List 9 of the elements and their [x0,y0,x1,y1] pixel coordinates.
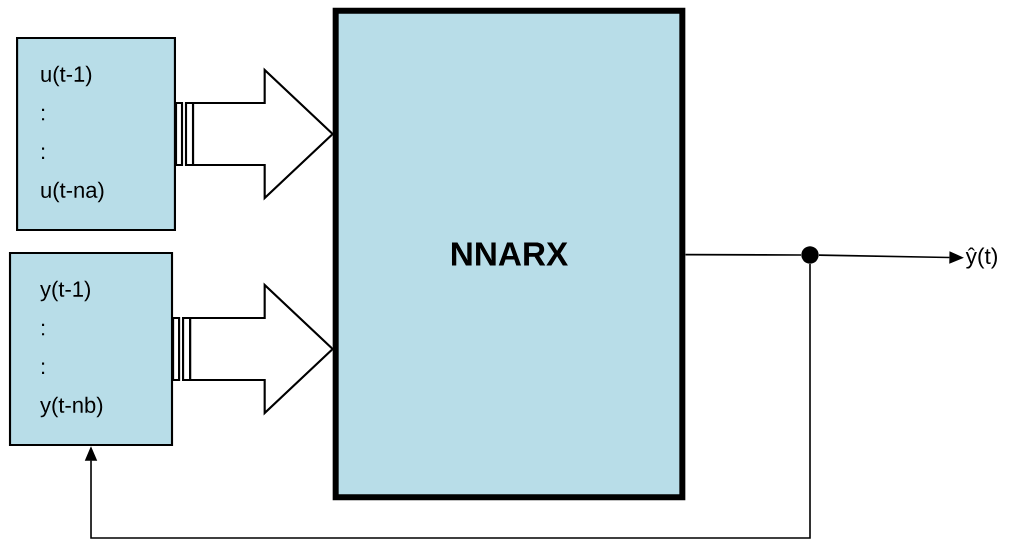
delay-box: u(t-1) : : u(t-na) [16,36,176,232]
junction-dot [801,246,819,264]
block-arrow [172,282,335,416]
delay-box: y(t-1) : : y(t-nb) [8,251,174,447]
output-label: ŷ(t) [965,247,997,269]
block-arrow [174,67,335,201]
feedback-arrow [84,263,811,539]
model-box: NNARX [332,7,686,501]
line [684,253,802,256]
